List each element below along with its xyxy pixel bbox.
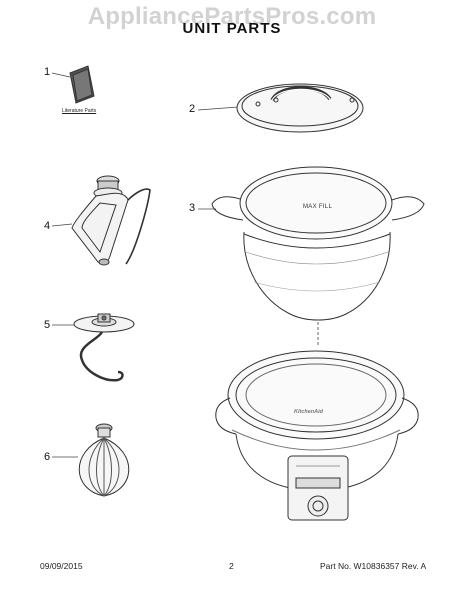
- callout-6: 6: [44, 451, 51, 463]
- flex-edge-beater: [71, 175, 151, 266]
- literature-parts-label: Literature Parts: [62, 108, 97, 114]
- brand-label: KitchenAid: [294, 409, 324, 415]
- base-unit: [215, 350, 419, 521]
- callout-1: 1: [44, 66, 51, 78]
- literature-booklet: [69, 65, 95, 104]
- watermark: AppliancePartsPros.com: [87, 3, 377, 30]
- wire-whip: [78, 423, 130, 497]
- page-title: UNIT PARTS: [182, 20, 282, 37]
- callout-5: 5: [44, 319, 51, 331]
- footer-page-number: 2: [229, 561, 234, 571]
- dough-hook: [73, 313, 135, 382]
- lid: [236, 83, 364, 133]
- max-fill-label: MAX FILL: [303, 204, 333, 210]
- footer-part-number: Part No. W10836357 Rev. A: [320, 561, 427, 571]
- callout-2: 2: [189, 103, 196, 115]
- footer-date: 09/09/2015: [40, 561, 83, 571]
- callout-4: 4: [44, 220, 51, 232]
- bowl: [211, 166, 425, 321]
- leader-lines: [51, 72, 319, 458]
- callout-3: 3: [189, 202, 196, 214]
